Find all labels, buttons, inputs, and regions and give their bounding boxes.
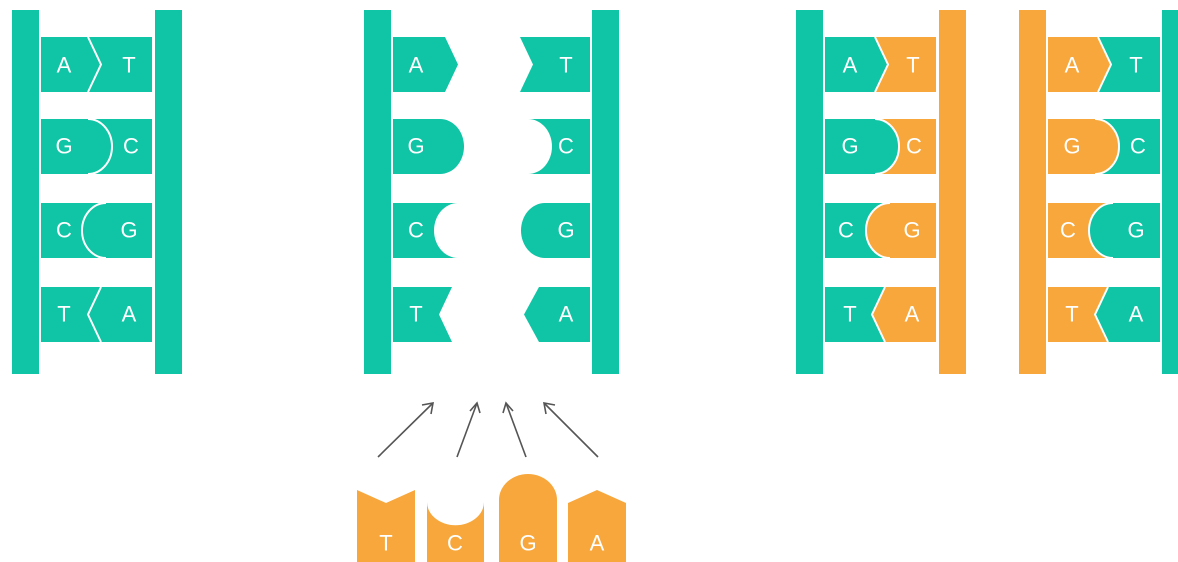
base-label: G [1063, 134, 1080, 159]
base-label: T [1129, 53, 1142, 78]
base-label: T [906, 53, 919, 78]
base-pair-block [41, 203, 152, 258]
base-label: A [122, 302, 137, 327]
base-T-shape [520, 37, 590, 92]
base-C-shape [393, 203, 458, 258]
arrow-icon [543, 402, 599, 458]
base-A-shape [393, 37, 458, 92]
base-label: T [1065, 302, 1078, 327]
base-label: G [1127, 218, 1144, 243]
base-label: G [903, 218, 920, 243]
base-label: C [447, 531, 463, 556]
base-label: C [408, 218, 424, 243]
left-backbone [364, 10, 391, 374]
original-backbone [796, 10, 823, 374]
incoming-arrows [377, 401, 599, 458]
arrow-icon [505, 402, 527, 458]
daughter-molecule-1: A T G C C G T A [796, 10, 966, 374]
base-label: A [1065, 53, 1080, 78]
base-label: C [838, 218, 854, 243]
new-backbone [1019, 10, 1046, 374]
base-label: A [409, 53, 424, 78]
original-dna-panel: A T G C C G T A [12, 10, 182, 374]
base-label: G [519, 531, 536, 556]
daughter-molecule-2: A T G C C G T A [1019, 10, 1178, 374]
base-pair-block [41, 37, 152, 92]
right-backbone [155, 10, 182, 374]
arrow-icon [456, 402, 478, 458]
left-backbone [12, 10, 39, 374]
base-G-shape [393, 119, 464, 174]
separated-strands-panel: A G C T T C G A [364, 10, 619, 374]
base-C-shape [528, 119, 590, 174]
free-nucleotide-A [568, 490, 626, 562]
base-label: C [56, 218, 72, 243]
base-A-shape [524, 287, 590, 342]
base-label: T [409, 302, 422, 327]
base-pair-block [41, 119, 152, 174]
base-label: A [590, 531, 605, 556]
base-G-shape [521, 203, 590, 258]
base-label: C [1130, 134, 1146, 159]
base-T-shape [393, 287, 452, 342]
free-nucleotide-C [427, 502, 484, 562]
base-label: A [843, 53, 858, 78]
base-label: G [55, 134, 72, 159]
free-nucleotide-T [357, 490, 415, 562]
base-label: T [122, 53, 135, 78]
base-label: C [1060, 218, 1076, 243]
base-label: C [558, 134, 574, 159]
base-label: T [57, 302, 70, 327]
base-label: C [906, 134, 922, 159]
base-label: A [559, 302, 574, 327]
original-backbone [1162, 10, 1178, 374]
free-nucleotides: T C G A [357, 474, 626, 562]
right-backbone [592, 10, 619, 374]
base-label: C [123, 134, 139, 159]
arrow-icon [377, 402, 434, 458]
base-label: A [905, 302, 920, 327]
base-label: G [841, 134, 858, 159]
base-label: T [559, 53, 572, 78]
free-nucleotide-G [499, 474, 557, 562]
base-label: G [120, 218, 137, 243]
base-label: T [843, 302, 856, 327]
new-backbone [939, 10, 966, 374]
base-label: A [1129, 302, 1144, 327]
base-label: T [379, 531, 392, 556]
base-label: G [557, 218, 574, 243]
base-label: A [57, 53, 72, 78]
base-label: G [407, 134, 424, 159]
